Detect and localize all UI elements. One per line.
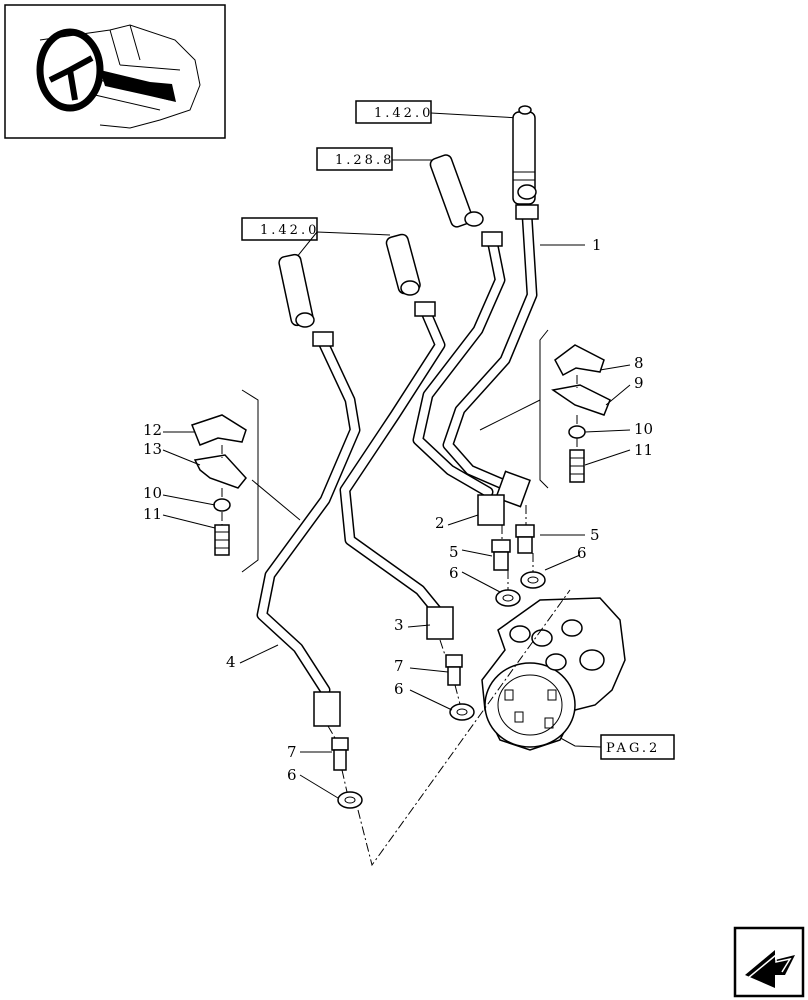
steering-unit[interactable] bbox=[481, 597, 626, 751]
ref-box-1-42-0-top[interactable]: 1.42.0 bbox=[355, 100, 433, 124]
callout-11-left: 11 bbox=[143, 505, 162, 523]
washer-6 bbox=[337, 571, 546, 809]
callout-4: 4 bbox=[226, 653, 236, 671]
ref-box-pag-2[interactable]: PAG.2 bbox=[600, 734, 675, 760]
callout-3: 3 bbox=[394, 616, 404, 634]
pipe-2-nut bbox=[477, 494, 505, 526]
callout-12: 12 bbox=[143, 421, 162, 439]
callout-6-lower: 6 bbox=[287, 766, 297, 784]
clamp-set-left bbox=[191, 389, 301, 573]
callout-labels: 1 2 3 4 5 5 6 6 6 6 7 7 8 9 10 10 11 11 … bbox=[143, 236, 653, 784]
callout-5-right: 5 bbox=[590, 526, 600, 544]
callout-9: 9 bbox=[634, 374, 644, 392]
adapter-5-left bbox=[491, 539, 511, 571]
ref-box-1-42-0-left[interactable]: 1.42.0 bbox=[241, 217, 319, 241]
hose-fitting-left bbox=[278, 253, 315, 328]
callout-5-left: 5 bbox=[449, 543, 459, 561]
callout-7-center: 7 bbox=[394, 657, 404, 675]
pipe-4-nut bbox=[313, 691, 341, 727]
ref-text: 1.42.0 bbox=[260, 223, 319, 238]
next-page-arrow-icon[interactable] bbox=[733, 926, 805, 998]
pipe-3[interactable] bbox=[339, 301, 446, 618]
callout-6-left: 6 bbox=[449, 564, 459, 582]
callout-10-left: 10 bbox=[143, 484, 162, 502]
ref-text: 1.42.0 bbox=[374, 106, 433, 121]
callout-6-center: 6 bbox=[394, 680, 404, 698]
adapter-5-right bbox=[515, 524, 535, 554]
pipe-3-nut bbox=[426, 606, 454, 640]
ref-text: PAG.2 bbox=[606, 741, 660, 756]
ref-text: 1.28.8 bbox=[335, 153, 394, 168]
clamp-set-right bbox=[479, 329, 611, 489]
pipe-1[interactable] bbox=[442, 204, 539, 494]
callout-8: 8 bbox=[634, 354, 644, 372]
callout-10-right: 10 bbox=[634, 420, 653, 438]
pipe-4[interactable] bbox=[256, 331, 361, 696]
adapter-7-left bbox=[331, 737, 349, 771]
adapter-7-center bbox=[445, 654, 463, 686]
pipe-2[interactable] bbox=[412, 231, 506, 498]
callout-2: 2 bbox=[435, 514, 445, 532]
ref-box-1-28-8[interactable]: 1.28.8 bbox=[316, 147, 394, 171]
callout-13: 13 bbox=[143, 440, 162, 458]
hose-fitting-middle bbox=[385, 233, 421, 296]
tractor-steering-wheel-icon[interactable] bbox=[4, 4, 226, 139]
callout-1: 1 bbox=[592, 236, 602, 254]
callout-11-right: 11 bbox=[634, 441, 653, 459]
callout-6-right: 6 bbox=[577, 544, 587, 562]
hose-fitting-top-right bbox=[512, 105, 537, 205]
callout-leaders bbox=[162, 244, 631, 799]
callout-7-lower: 7 bbox=[287, 743, 297, 761]
hose-fitting-top-center bbox=[429, 154, 484, 228]
